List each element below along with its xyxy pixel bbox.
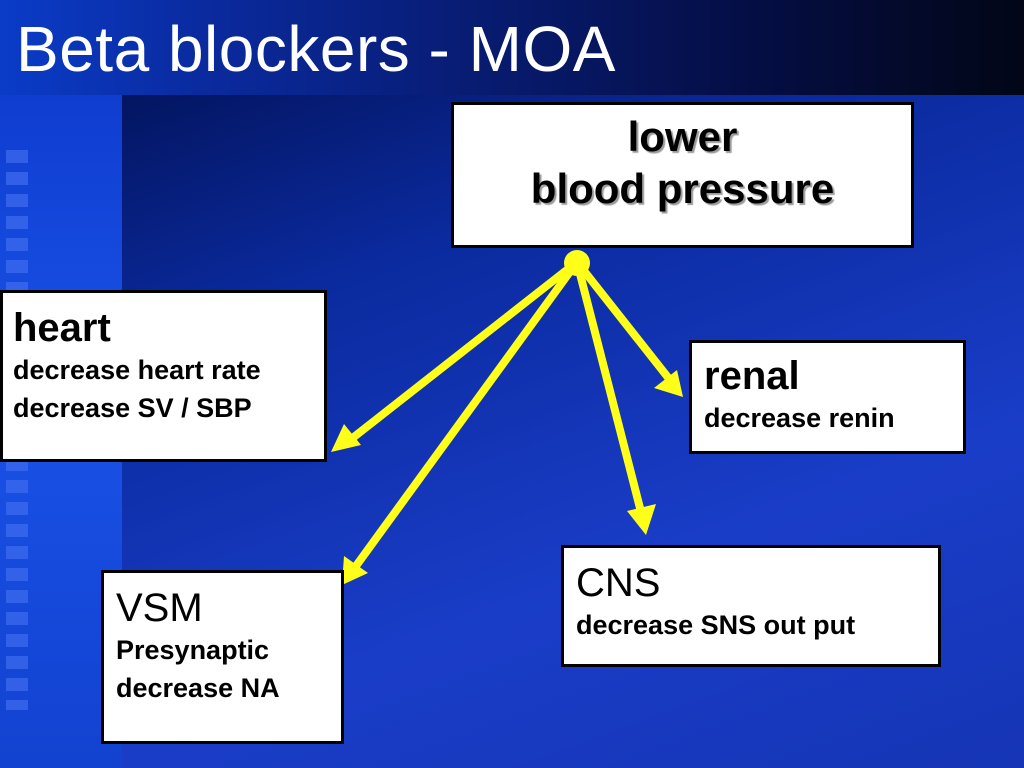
arrow-to-heart xyxy=(331,258,581,452)
vsm-line-2: decrease NA xyxy=(116,673,280,703)
slide-title: Beta blockers - MOA xyxy=(16,13,616,85)
renal-line-1: decrease renin xyxy=(704,403,895,433)
heart-line-2: decrease SV / SBP xyxy=(13,393,252,423)
title-band xyxy=(0,0,1024,95)
arrow-to-vsm xyxy=(342,258,581,585)
renal-box: renal decrease renin xyxy=(689,340,966,454)
arrow-to-cns xyxy=(573,258,656,535)
arrow-origin-dot xyxy=(564,250,590,276)
cns-line-1: decrease SNS out put xyxy=(576,610,856,640)
vsm-heading: VSM xyxy=(116,586,203,630)
vsm-box: VSM Presynaptic decrease NA xyxy=(101,570,344,744)
lower-blood-pressure-box: lower blood pressure xyxy=(451,102,914,248)
vsm-line-1: Presynaptic xyxy=(116,635,270,665)
heart-line-1: decrease heart rate xyxy=(13,355,261,385)
center-line-2: blood pressure xyxy=(530,165,835,212)
center-line-1: lower xyxy=(627,113,738,160)
cns-heading: CNS xyxy=(576,561,661,605)
cns-box: CNS decrease SNS out put xyxy=(561,545,941,667)
heart-heading: heart xyxy=(13,306,111,350)
arrow-to-renal xyxy=(573,258,683,397)
heart-box: heart decrease heart rate decrease SV / … xyxy=(0,290,327,462)
renal-heading: renal xyxy=(704,354,800,398)
